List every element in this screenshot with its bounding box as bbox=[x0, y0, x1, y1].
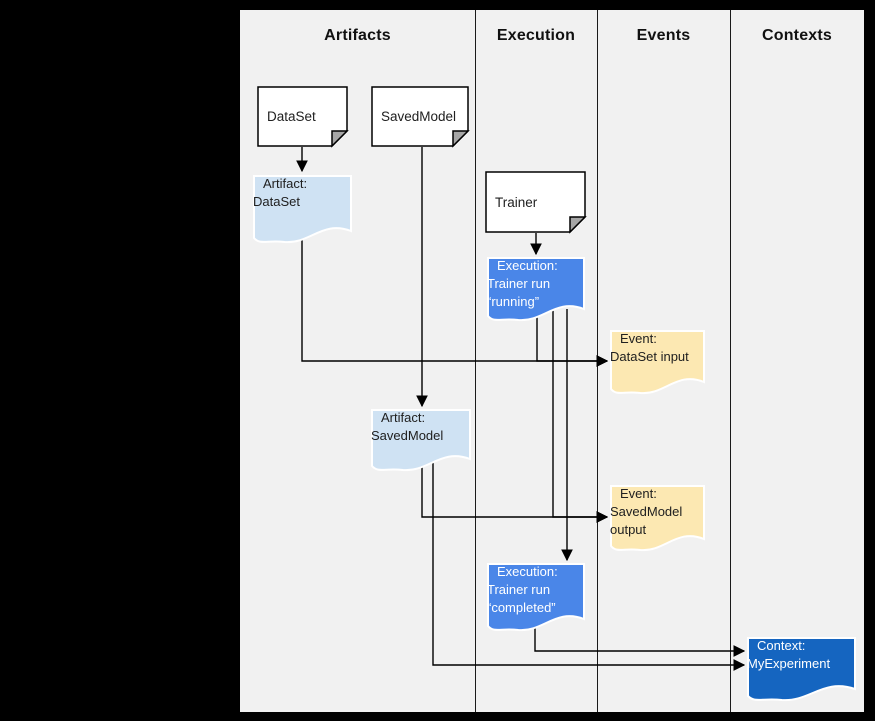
node-artifact-savedmodel-label: Artifact: SavedModel bbox=[371, 410, 444, 443]
arrow-artifact-savedmodel-to-context bbox=[432, 462, 746, 671]
column-divider bbox=[730, 10, 731, 712]
node-execution-running: Execution: Trainer run “running” bbox=[487, 257, 585, 323]
column-header-contexts: Contexts bbox=[761, 27, 833, 44]
node-event-savedmodel-output: Event: SavedModel output bbox=[610, 485, 705, 553]
node-execution-running-label: Execution: Trainer run “running” bbox=[487, 258, 558, 309]
arrow-execution-completed-to-context bbox=[534, 625, 746, 657]
node-artifact-dataset-label: Artifact: DataSet bbox=[253, 176, 308, 209]
node-dataset: DataSet bbox=[257, 86, 349, 148]
node-event-savedmodel-output-label: Event: SavedModel output bbox=[610, 486, 683, 537]
connector-arrows bbox=[296, 147, 746, 671]
node-event-dataset-input-label: Event: DataSet input bbox=[610, 331, 689, 364]
node-execution-completed-label: Execution: Trainer run “completed” bbox=[487, 564, 558, 615]
arrow-artifact-savedmodel-to-event-savedmodel-output bbox=[421, 462, 609, 523]
arrow-artifact-dataset-to-event-dataset-input bbox=[301, 236, 609, 367]
node-execution-completed: Execution: Trainer run “completed” bbox=[487, 563, 585, 633]
node-event-dataset-input: Event: DataSet input bbox=[610, 330, 705, 396]
node-trainer-label: Trainer bbox=[495, 194, 538, 210]
node-dataset-label: DataSet bbox=[267, 109, 316, 124]
arrow-execution-running-to-event-dataset-input bbox=[536, 309, 609, 367]
column-header-execution: Execution bbox=[496, 27, 576, 44]
node-artifact-savedmodel: Artifact: SavedModel bbox=[371, 409, 471, 473]
node-savedmodel: SavedModel bbox=[371, 86, 470, 148]
arrow-execution-running-to-event-savedmodel-output bbox=[552, 309, 609, 523]
node-savedmodel-label: SavedModel bbox=[381, 109, 457, 124]
node-artifact-dataset: Artifact: DataSet bbox=[253, 175, 352, 245]
diagram-panel: Artifacts Execution Events Contexts bbox=[240, 10, 864, 712]
node-trainer: Trainer bbox=[485, 171, 587, 234]
node-context-myexperiment-label: Context: MyExperiment bbox=[747, 638, 831, 671]
column-header-artifacts: Artifacts bbox=[324, 27, 391, 44]
node-context-myexperiment: Context: MyExperiment bbox=[747, 637, 856, 703]
column-header-events: Events bbox=[636, 27, 691, 44]
